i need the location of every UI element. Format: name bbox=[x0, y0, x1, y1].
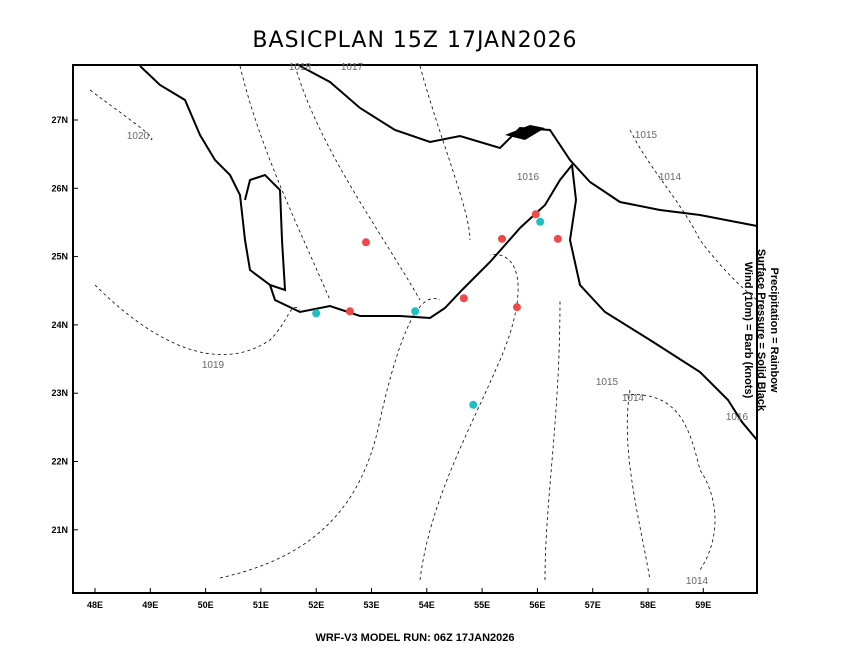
lat-tick-label: 25N bbox=[51, 252, 68, 262]
lat-ticks: 27N 26N 25N 24N 23N 22N 21N bbox=[51, 115, 78, 535]
precip-points bbox=[312, 210, 562, 409]
lat-tick-label: 23N bbox=[51, 388, 68, 398]
isobar-label: 1018 bbox=[289, 62, 312, 73]
lon-tick-label: 52E bbox=[308, 600, 324, 610]
isobar-label: 1014 bbox=[659, 172, 682, 183]
lon-tick-label: 59E bbox=[695, 600, 711, 610]
precip-point-red bbox=[512, 303, 521, 312]
qeshm-island bbox=[505, 125, 545, 140]
lon-tick-label: 49E bbox=[142, 600, 158, 610]
precip-point-red bbox=[553, 234, 562, 243]
lat-tick-label: 26N bbox=[51, 183, 68, 193]
isobar-label: 1016 bbox=[517, 172, 540, 183]
precip-point-red bbox=[345, 307, 354, 316]
model-run-footer: WRF-V3 MODEL RUN: 06Z 17JAN2026 bbox=[315, 632, 515, 644]
lon-tick-label: 58E bbox=[640, 600, 656, 610]
lat-tick-label: 22N bbox=[51, 457, 68, 467]
lat-tick-label: 27N bbox=[51, 115, 68, 125]
lon-tick-label: 50E bbox=[198, 600, 214, 610]
precip-point-cyan bbox=[312, 309, 321, 318]
precip-point-red bbox=[531, 210, 540, 219]
legend-wind: Wind (10m) = Barb (knots) bbox=[742, 261, 754, 399]
lat-tick-label: 21N bbox=[51, 525, 68, 535]
precip-point-cyan bbox=[469, 400, 478, 409]
precip-point-red bbox=[361, 238, 370, 247]
lon-tick-label: 56E bbox=[529, 600, 545, 610]
precip-point-cyan bbox=[411, 307, 420, 316]
isobar-label: 1015 bbox=[635, 130, 658, 141]
isobar-label: 1020 bbox=[127, 131, 150, 142]
lat-tick-label: 24N bbox=[51, 320, 68, 330]
legend-pressure: Surface Pressure = Solid Black bbox=[755, 248, 767, 412]
lon-tick-label: 55E bbox=[474, 600, 490, 610]
precip-point-cyan bbox=[536, 217, 545, 226]
isobars bbox=[89, 65, 758, 581]
map-frame bbox=[72, 64, 758, 594]
isobar-label: 1017 bbox=[341, 62, 364, 73]
isobar-label: 1015 bbox=[596, 377, 619, 388]
lon-tick-label: 53E bbox=[363, 600, 379, 610]
map-title: BASICPLAN 15Z 17JAN2026 bbox=[252, 28, 578, 53]
lon-ticks: 48E 49E 50E 51E 52E 53E 54E 55E 56E 57E 58E 59E bbox=[87, 588, 711, 610]
isobar-label: 1014 bbox=[686, 576, 709, 587]
precip-point-red bbox=[498, 234, 507, 243]
isobar-label: 1014 bbox=[622, 393, 645, 404]
coastline bbox=[139, 65, 758, 441]
isobar-label: 1016 bbox=[726, 412, 749, 423]
precip-point-red bbox=[459, 294, 468, 303]
lon-tick-label: 48E bbox=[87, 600, 103, 610]
lon-tick-label: 51E bbox=[253, 600, 269, 610]
lon-tick-label: 57E bbox=[585, 600, 601, 610]
lon-tick-label: 54E bbox=[419, 600, 435, 610]
isobar-label: 1019 bbox=[202, 360, 225, 371]
legend-precip: Precipitation = Rainbow bbox=[768, 267, 780, 393]
